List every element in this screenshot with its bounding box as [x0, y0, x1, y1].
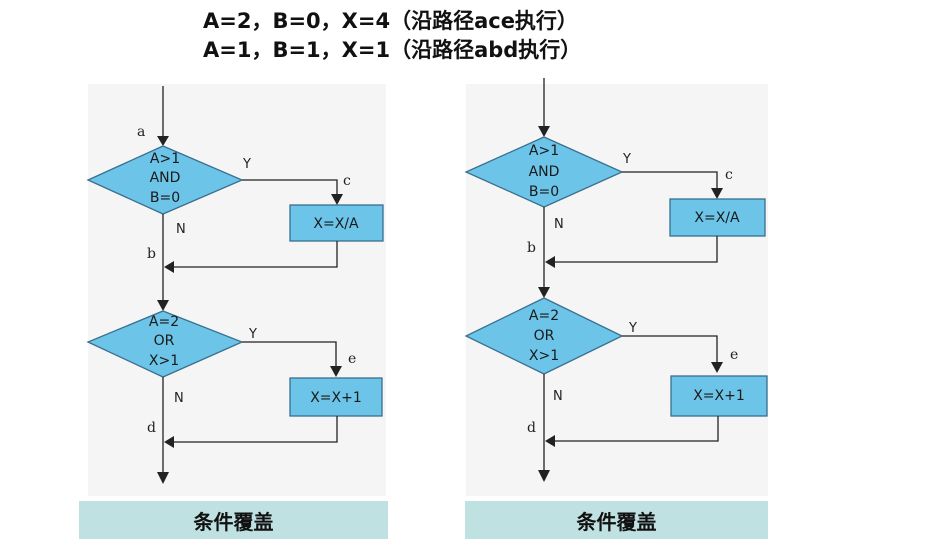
flowchart-right-decision-1-line-2: AND: [529, 164, 560, 180]
flowchart-right-yes-branch-1: [622, 171, 718, 188]
flowchart-right: A>1 AND B=0 Y c X=X/A N b A=2 OR X>1 Y e: [464, 78, 768, 496]
flowchart-right-yes-arrow-1: [711, 188, 723, 199]
flowchart-right-background: [466, 84, 768, 496]
flowchart-left-merge-1: [174, 241, 338, 268]
flowchart-left-decision-1-line-1: A>1: [150, 151, 180, 167]
flowchart-left-process-1-label: X=X/A: [313, 216, 359, 232]
caption-left: 条件覆盖: [79, 501, 388, 539]
flowchart-right-process-2: [670, 375, 768, 417]
flowchart-left-yes-arrow-2: [330, 366, 342, 377]
flowchart-left-yes-branch-2: [242, 341, 337, 366]
flowchart-right-point-d: d: [527, 420, 536, 436]
flowchart-right-yes-label-1: Y: [622, 152, 631, 167]
flowchart-left-yes-label-2: Y: [248, 327, 257, 342]
flowchart-right-merge-1: [555, 236, 718, 263]
heading-line-1: A=2，B=0，X=4（沿路径ace执行）: [203, 9, 578, 33]
flowchart-right-yes-arrow-2: [711, 362, 723, 373]
flowchart-right-exit-arrow: [538, 470, 550, 482]
flowchart-left-point-e: e: [348, 351, 356, 367]
flowchart-left-no-label-1: N: [176, 222, 186, 237]
flowchart-left-yes-arrow-1: [331, 194, 343, 205]
flowchart-right-no-label-1: N: [554, 217, 564, 232]
flowchart-left-background: [88, 84, 386, 496]
flowchart-left-point-d: d: [147, 420, 156, 436]
flowchart-right-process-1-label: X=X/A: [694, 210, 740, 226]
caption-right: 条件覆盖: [465, 501, 768, 539]
flowchart-right-decision-2-line-2: OR: [534, 328, 555, 344]
flowchart-right-decision-2-entry-arrow: [538, 287, 550, 298]
flowchart-left-point-c: c: [343, 173, 351, 189]
flowchart-right-merge-2: [555, 416, 719, 442]
heading-line-2: A=1，B=1，X=1（沿路径abd执行）: [203, 38, 582, 62]
flowchart-right-point-e: e: [730, 347, 738, 363]
flowchart-left-decision-1-line-2: AND: [150, 170, 181, 186]
flowchart-right-process-1: [669, 198, 766, 237]
flowchart-left-point-b: b: [147, 246, 156, 262]
flowchart-right-decision-2-line-1: A=2: [529, 308, 559, 324]
flowchart-right-merge-arrow-1: [545, 256, 555, 268]
flowchart-left-decision-2-line-2: OR: [154, 333, 175, 349]
flowchart-right-decision-1-line-1: A>1: [529, 143, 559, 159]
flowchart-left-process-2: [289, 377, 383, 417]
flowchart-left-entry-arrow: [157, 136, 169, 146]
flowchart-right-yes-branch-2: [622, 335, 718, 362]
flowchart-left-process-2-label: X=X+1: [310, 390, 362, 406]
flowchart-left-decision-2-line-1: A=2: [149, 314, 179, 330]
flowchart-left-merge-arrow-1: [164, 261, 174, 273]
flowchart-left-decision-2-line-3: X>1: [149, 353, 179, 369]
flowchart-right-process-2-label: X=X+1: [693, 388, 745, 404]
flowchart-left-decision-2-entry-arrow: [157, 300, 169, 311]
flowchart-left-no-label-2: N: [174, 391, 184, 406]
flowchart-right-point-b: b: [527, 240, 536, 256]
flowchart-right-decision-1-line-3: B=0: [529, 184, 559, 200]
flowchart-left-exit-arrow: [157, 472, 169, 484]
flowchart-left-yes-branch-1: [242, 179, 338, 196]
flowchart-left-process-1: [289, 204, 384, 242]
flowchart-right-entry-arrow: [538, 126, 550, 137]
flowchart-right-point-c: c: [725, 167, 733, 183]
flowchart-right-no-label-2: N: [553, 389, 563, 404]
flowchart-left-merge-arrow-2: [164, 436, 174, 448]
flowchart-right-yes-label-2: Y: [628, 321, 637, 336]
flowchart-left: a A>1 AND B=0 Y c X=X/A N b A=2 OR X>1 Y: [86, 84, 386, 496]
flowchart-right-decision-2-line-3: X>1: [529, 348, 559, 364]
flowchart-left-point-a: a: [137, 124, 145, 140]
flowchart-left-decision-1-line-3: B=0: [150, 190, 180, 206]
flowchart-left-merge-2: [174, 416, 338, 443]
flowchart-left-yes-label-1: Y: [242, 157, 251, 172]
flowchart-right-merge-arrow-2: [545, 435, 555, 447]
